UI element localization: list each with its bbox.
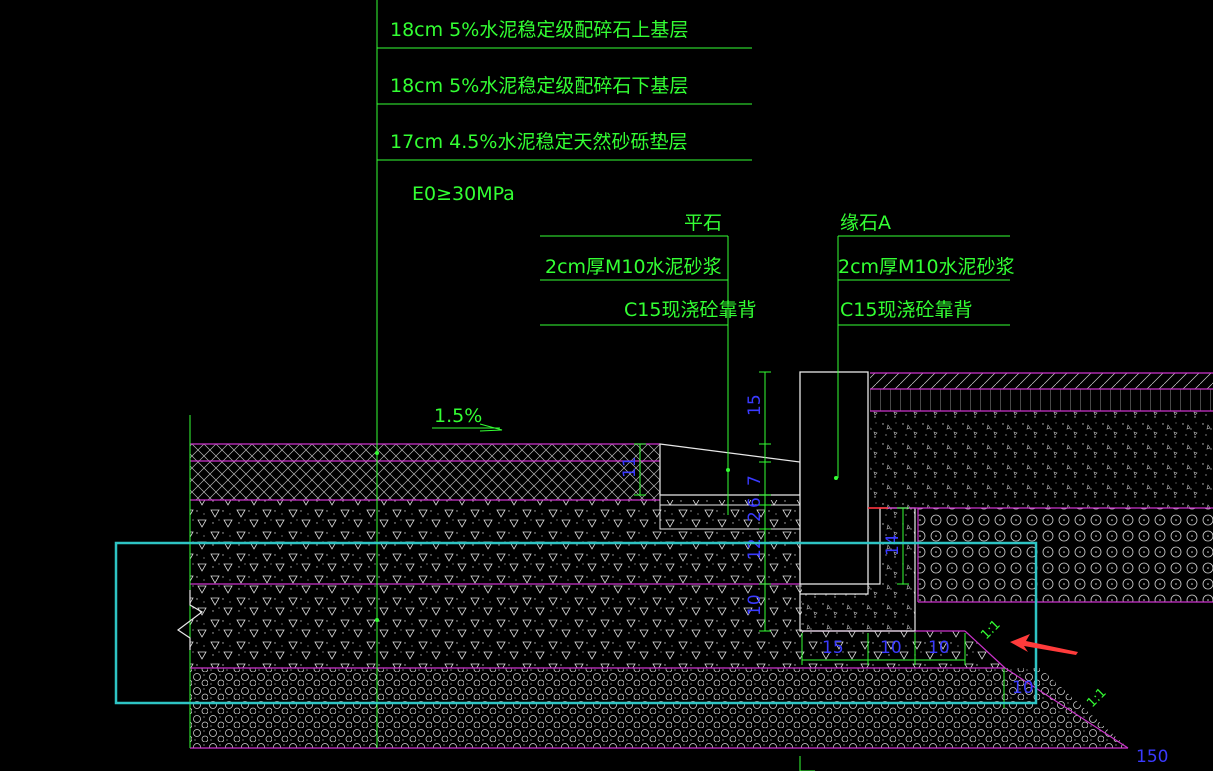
pavement-layer-label: 18cm 5%水泥稳定级配碎石下基层 bbox=[390, 75, 688, 97]
curb-stone-title: 缘石A bbox=[840, 212, 891, 234]
curb-stone-layer-label: 2cm厚M10水泥砂浆 bbox=[838, 256, 1015, 278]
slope-ratio: 1:1 bbox=[978, 617, 1003, 642]
pavement-layer-label: 18cm 5%水泥稳定级配碎石上基层 bbox=[390, 19, 688, 41]
curb-stone-layer-label: C15现浇砼靠背 bbox=[840, 299, 972, 321]
sidewalk-subbase bbox=[918, 508, 1213, 602]
flat-stone bbox=[659, 443, 801, 496]
dimension-value: 6 bbox=[745, 497, 765, 508]
curb-mortar bbox=[799, 583, 869, 595]
slope-label: 1.5% bbox=[434, 405, 482, 427]
pavement-callouts: 18cm 5%水泥稳定级配碎石上基层 18cm 5%水泥稳定级配碎石下基层 17… bbox=[390, 19, 688, 205]
dimension-value: 14 bbox=[883, 534, 903, 556]
dimension-value: 10 bbox=[928, 638, 950, 658]
dimension-value: 10 bbox=[745, 594, 765, 616]
sidewalk-surface bbox=[870, 373, 1213, 389]
dimension-value: 15 bbox=[745, 394, 765, 416]
selection-box[interactable] bbox=[114, 541, 1038, 705]
slope-ratio: 1:1 bbox=[1084, 685, 1109, 710]
reference-points bbox=[375, 451, 838, 622]
surface-crosshatch-layer bbox=[190, 444, 660, 500]
dimension-labels: 15 11 7 6 2 12 10 14 15 10 10 10 150 bbox=[620, 394, 1168, 767]
flat-stone-callouts: 平石 2cm厚M10水泥砂浆 C15现浇砼靠背 bbox=[545, 212, 756, 321]
dimension-value: 12 bbox=[745, 538, 765, 560]
flat-stone-title: 平石 bbox=[684, 212, 722, 234]
dimension-value: 15 bbox=[822, 638, 844, 658]
dimension-value: 11 bbox=[620, 456, 640, 478]
cushion-layer bbox=[190, 668, 1128, 748]
sidewalk-concrete bbox=[870, 411, 1213, 508]
dimension-ticks bbox=[634, 371, 909, 632]
dimension-value: 10 bbox=[880, 638, 902, 658]
dimension-value: 10 bbox=[1012, 678, 1034, 698]
flat-stone-layer-label: 2cm厚M10水泥砂浆 bbox=[545, 256, 722, 278]
sidewalk-structure bbox=[868, 372, 1213, 603]
leader-lines bbox=[189, 0, 1010, 771]
flat-stone-layer-label: C15现浇砼靠背 bbox=[624, 299, 756, 321]
modulus-note: E0≥30MPa bbox=[412, 183, 515, 205]
dimension-value: 150 bbox=[1136, 747, 1168, 767]
dimension-value: 7 bbox=[745, 475, 765, 486]
pavement-layer-label: 17cm 4.5%水泥稳定天然砂砾垫层 bbox=[390, 131, 687, 153]
red-arrow-pointer-icon bbox=[1010, 634, 1078, 655]
curb-stone-callouts: 缘石A 2cm厚M10水泥砂浆 C15现浇砼靠背 bbox=[838, 212, 1015, 321]
dimension-value: 2 bbox=[745, 511, 765, 522]
break-line-icon bbox=[176, 590, 204, 650]
layer-boundary bbox=[1004, 667, 1129, 749]
layer-boundary bbox=[964, 630, 1006, 669]
sidewalk-setting-bed bbox=[870, 389, 1213, 411]
